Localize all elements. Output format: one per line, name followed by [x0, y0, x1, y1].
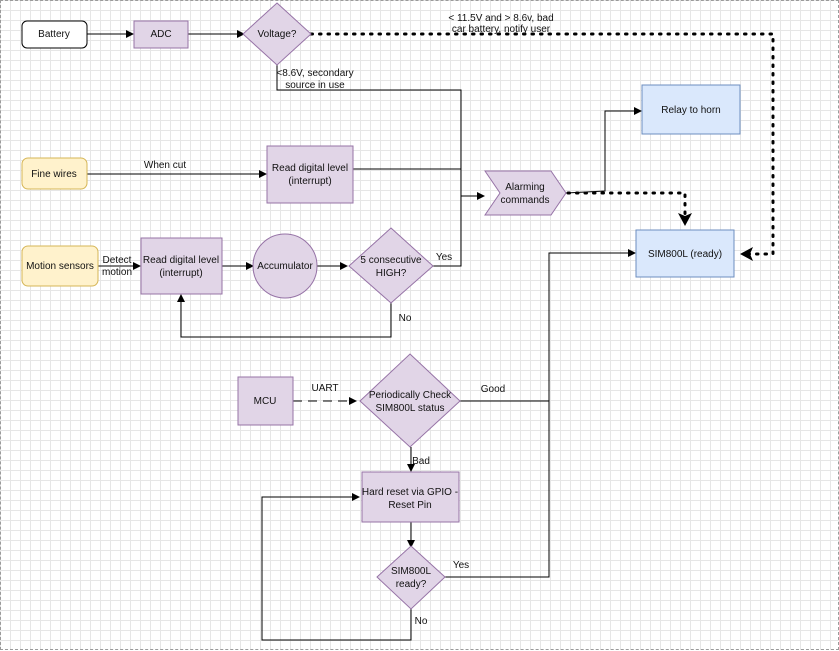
- label-no-five: No: [399, 313, 412, 324]
- node-read-digital-2: Read digital level (interrupt): [140, 237, 223, 295]
- edge-voltage-secondary-to-alarming: [276, 65, 485, 200]
- label-good: Good: [481, 384, 505, 395]
- node-read-digital-1-line2: (interrupt): [288, 176, 331, 187]
- label-bad-battery-line2: car battery, notify user: [452, 24, 551, 35]
- label-yes-five: Yes: [436, 252, 452, 263]
- edge-ready-yes: [445, 401, 550, 578]
- edge-voltage-bad-battery-dotted: [309, 32, 775, 261]
- node-relay-label: Relay to horn: [661, 105, 720, 116]
- label-bad: Bad: [412, 456, 430, 467]
- node-accumulator-label: Accumulator: [257, 261, 313, 272]
- node-read-digital-2-line2: (interrupt): [159, 268, 202, 279]
- node-periodic-check-line2: SIM800L status: [375, 403, 444, 414]
- node-accumulator: Accumulator: [252, 233, 318, 299]
- edge-check-good: [460, 249, 636, 402]
- node-voltage-decision: Voltage?: [242, 2, 312, 66]
- node-read-digital-1: Read digital level (interrupt): [266, 145, 354, 204]
- node-sim-ready-line1: SIM800L: [391, 566, 431, 577]
- node-five-consecutive-line1: 5 consecutive: [360, 255, 422, 266]
- node-alarming-commands: Alarming commands: [484, 170, 567, 216]
- node-sim800l-label: SIM800L (ready): [648, 249, 722, 260]
- label-no-ready: No: [415, 616, 428, 627]
- node-sim800l-ready: SIM800L (ready): [635, 229, 735, 278]
- node-five-consecutive-line2: HIGH?: [376, 268, 407, 279]
- edge-five-yes: [433, 196, 462, 267]
- node-voltage-label: Voltage?: [258, 29, 297, 40]
- node-read-digital-2-line1: Read digital level: [143, 255, 219, 266]
- node-mcu: MCU: [237, 376, 294, 426]
- label-yes-ready: Yes: [453, 560, 469, 571]
- node-hard-reset-line1: Hard reset via GPIO -: [362, 487, 458, 498]
- node-sim-ready-decision: SIM800L ready?: [376, 545, 446, 610]
- label-bad-battery-line1: < 11.5V and > 8.6v, bad: [448, 13, 553, 24]
- node-periodic-check-line1: Periodically Check: [369, 390, 452, 401]
- node-motion-sensors: Motion sensors: [21, 245, 99, 287]
- label-detect-motion-line1: Detect: [103, 255, 132, 266]
- node-fine-wires-label: Fine wires: [31, 169, 77, 180]
- node-battery-label: Battery: [38, 29, 70, 40]
- label-when-cut: When cut: [144, 160, 186, 171]
- node-motion-sensors-label: Motion sensors: [26, 261, 94, 272]
- label-secondary-line2: source in use: [285, 80, 345, 91]
- node-five-consecutive-decision: 5 consecutive HIGH?: [348, 227, 434, 304]
- node-hard-reset-line2: Reset Pin: [388, 500, 431, 511]
- node-periodic-check-decision: Periodically Check SIM800L status: [359, 353, 461, 448]
- edge-alarming-sim-dotted: [566, 191, 692, 227]
- node-alarming-line1: Alarming: [505, 182, 544, 193]
- node-sim-ready-line2: ready?: [396, 579, 427, 590]
- edge-ready-no: [261, 493, 412, 641]
- node-mcu-label: MCU: [254, 396, 277, 407]
- node-alarming-line2: commands: [501, 195, 550, 206]
- label-detect-motion-line2: motion: [102, 267, 132, 278]
- node-read-digital-1-line1: Read digital level: [272, 163, 348, 174]
- node-adc-label: ADC: [150, 29, 171, 40]
- label-secondary-line1: <8.6V, secondary: [276, 68, 353, 79]
- node-hard-reset: Hard reset via GPIO - Reset Pin: [361, 471, 460, 523]
- node-relay-to-horn: Relay to horn: [641, 84, 741, 135]
- edge-alarming-relay: [565, 107, 642, 194]
- node-adc: ADC: [133, 20, 189, 49]
- node-fine-wires: Fine wires: [21, 157, 88, 190]
- edge-five-no: [177, 294, 392, 338]
- node-battery: Battery: [21, 20, 88, 49]
- label-uart: UART: [311, 383, 338, 394]
